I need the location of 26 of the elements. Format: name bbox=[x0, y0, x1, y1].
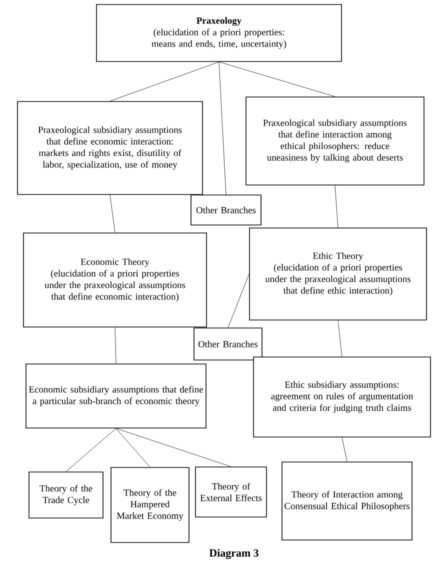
concept-box: Praxeological subsidiary assumptions that define interaction among ethical philosophers: reduce uneasiness by talking about deserts bbox=[246, 96, 424, 186]
connector-line bbox=[218, 62, 226, 195]
connector-line bbox=[218, 62, 336, 97]
concept-box: Ethic Theory (elucidation of a priori properties under the praxeological assumuptions that define ethic interaction) bbox=[249, 228, 427, 320]
branch-box: Theory of External Effects bbox=[195, 466, 267, 518]
connector-line bbox=[116, 428, 232, 467]
concept-box: Theory of the Trade Cycle bbox=[28, 472, 104, 518]
connector-line bbox=[338, 320, 342, 357]
connector-line bbox=[116, 428, 150, 468]
branch-box: Other Branches bbox=[194, 328, 262, 360]
concept-box: Praxeology (elucidation of a priori properties: means and ends, time, uncertainty) bbox=[96, 4, 342, 62]
concept-box: Theory of the Hampered Market Economy bbox=[110, 467, 190, 543]
connector-line bbox=[228, 274, 250, 328]
connector-line bbox=[110, 194, 116, 233]
concept-box: Ethic subsidiary assumptions: agreement on rules of argumentation and criteria for judging truth claims bbox=[253, 356, 431, 438]
connector-line bbox=[334, 185, 338, 228]
connector-line bbox=[114, 327, 116, 364]
concept-box: Economic Theory (elucidation of a priori properties under the praxeological assumptions that define economic interaction) bbox=[23, 232, 207, 328]
caption: Diagram 3 bbox=[209, 549, 258, 560]
connector-line bbox=[66, 428, 116, 472]
connector-line bbox=[342, 437, 348, 462]
concept-box: Theory of Interaction among Consensual Ethical Philosophers bbox=[282, 462, 412, 540]
concept-box: Economic subsidiary assumptions that define a particular sub-branch of economic theory bbox=[26, 364, 206, 428]
concept-box: Praxeological subsidiary assumptions that define economic interaction: markets and rights exist, disutility of labor, specialization, use of money bbox=[17, 101, 203, 195]
branch-box: Other Branches bbox=[190, 194, 262, 226]
connector-line bbox=[110, 62, 220, 102]
